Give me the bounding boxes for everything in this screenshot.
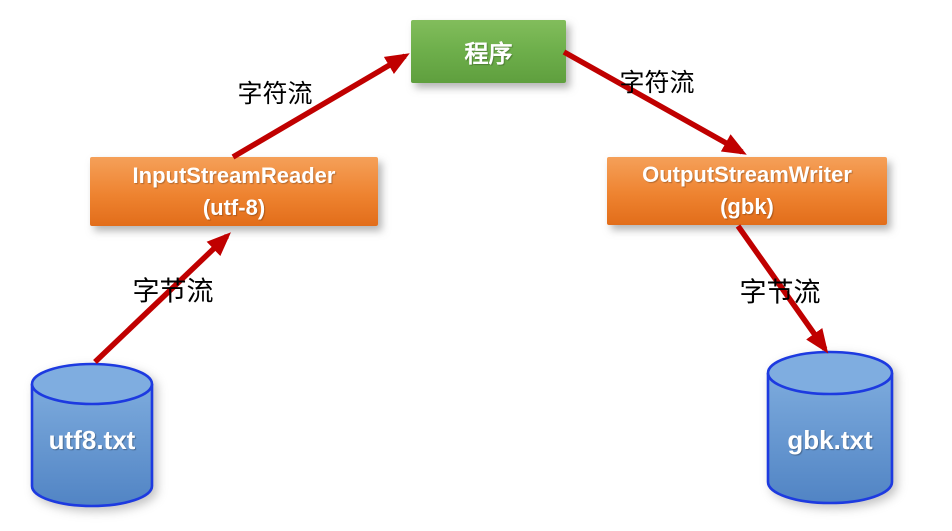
byte-stream-label-right: 字节流 <box>739 277 821 308</box>
byte-stream-label-left: 字节流 <box>132 276 214 307</box>
source-file-label: utf8.txt <box>48 425 136 455</box>
reader-node-label-line1: InputStreamReader <box>132 162 336 188</box>
program-node-label: 程序 <box>464 41 513 68</box>
target-file-label: gbk.txt <box>787 425 873 455</box>
database-cylinder-icon <box>766 350 894 505</box>
writer-node-label-line1: OutputStreamWriter <box>642 162 852 188</box>
output-stream-writer-node: OutputStreamWriter (gbk) <box>607 157 887 225</box>
target-file-cylinder: gbk.txt <box>766 350 894 506</box>
char-stream-label-left: 字符流 <box>237 80 313 108</box>
char-stream-label-right: 字符流 <box>619 69 695 97</box>
source-file-cylinder: utf8.txt <box>30 362 154 509</box>
input-stream-reader-node: InputStreamReader (utf-8) <box>90 157 378 226</box>
reader-node-label-line2: (utf-8) <box>202 194 266 220</box>
database-cylinder-icon <box>30 362 154 508</box>
program-node: 程序 <box>411 20 566 83</box>
writer-node-label-line2: (gbk) <box>720 194 774 219</box>
